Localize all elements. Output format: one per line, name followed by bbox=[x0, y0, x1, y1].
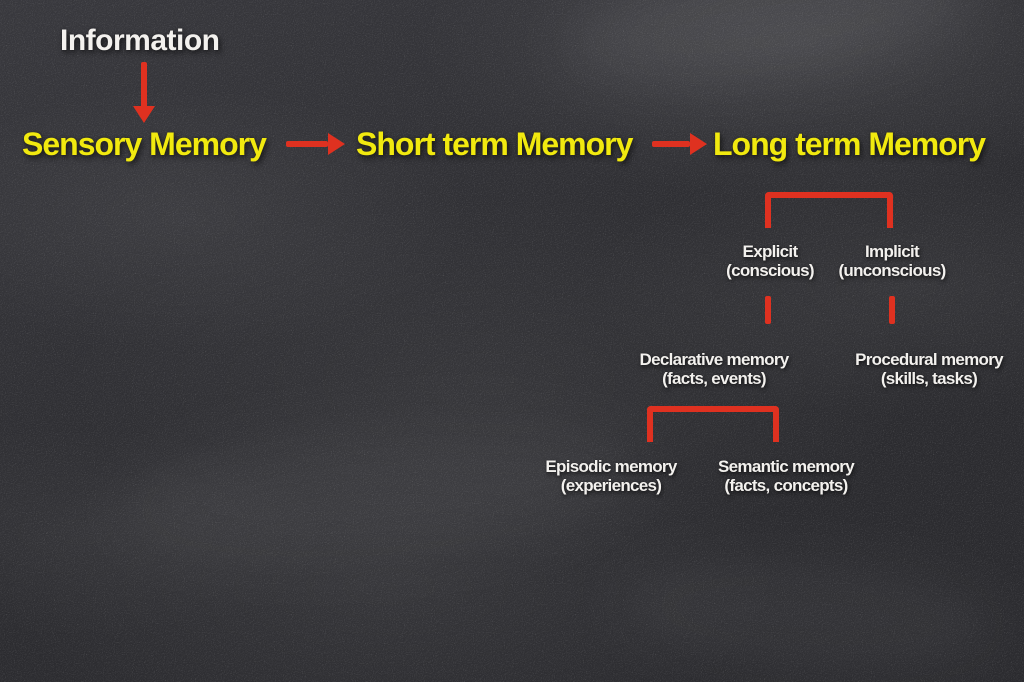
procedural-node: Procedural memory (skills, tasks) bbox=[855, 350, 1003, 388]
implicit-label: Implicit bbox=[865, 242, 920, 261]
semantic-label: Semantic memory bbox=[718, 457, 855, 476]
bracket-declarative-split bbox=[647, 406, 779, 442]
declarative-sublabel: (facts, events) bbox=[662, 369, 767, 388]
explicit-label: Explicit bbox=[742, 242, 799, 261]
declarative-node: Declarative memory (facts, events) bbox=[639, 350, 790, 388]
short-term-memory-label: Short term Memory bbox=[356, 126, 633, 162]
implicit-sublabel: (unconscious) bbox=[838, 261, 946, 280]
bracket-longterm-split bbox=[765, 192, 893, 228]
episodic-label: Episodic memory bbox=[545, 457, 677, 476]
arrow-down-icon bbox=[133, 106, 155, 123]
implicit-node: Implicit (unconscious) bbox=[838, 242, 946, 280]
arrow-information-to-sensory-shaft bbox=[141, 62, 147, 108]
connector-implicit-to-procedural bbox=[889, 296, 895, 324]
episodic-node: Episodic memory (experiences) bbox=[545, 457, 677, 495]
long-term-memory-label: Long term Memory bbox=[713, 126, 986, 162]
arrow-short-to-long-shaft bbox=[652, 141, 690, 147]
declarative-label: Declarative memory bbox=[639, 350, 790, 369]
episodic-sublabel: (experiences) bbox=[560, 476, 662, 495]
arrow-right-icon bbox=[328, 133, 345, 155]
arrow-sensory-to-short-shaft bbox=[286, 141, 328, 147]
semantic-node: Semantic memory (facts, concepts) bbox=[718, 457, 855, 495]
procedural-sublabel: (skills, tasks) bbox=[880, 369, 978, 388]
semantic-sublabel: (facts, concepts) bbox=[724, 476, 848, 495]
information-label: Information bbox=[60, 24, 220, 57]
sensory-memory-label: Sensory Memory bbox=[22, 126, 267, 162]
explicit-node: Explicit (conscious) bbox=[726, 242, 814, 280]
connector-explicit-to-declarative bbox=[765, 296, 771, 324]
arrow-right-icon bbox=[690, 133, 707, 155]
explicit-sublabel: (conscious) bbox=[726, 261, 814, 280]
procedural-label: Procedural memory bbox=[855, 350, 1003, 369]
